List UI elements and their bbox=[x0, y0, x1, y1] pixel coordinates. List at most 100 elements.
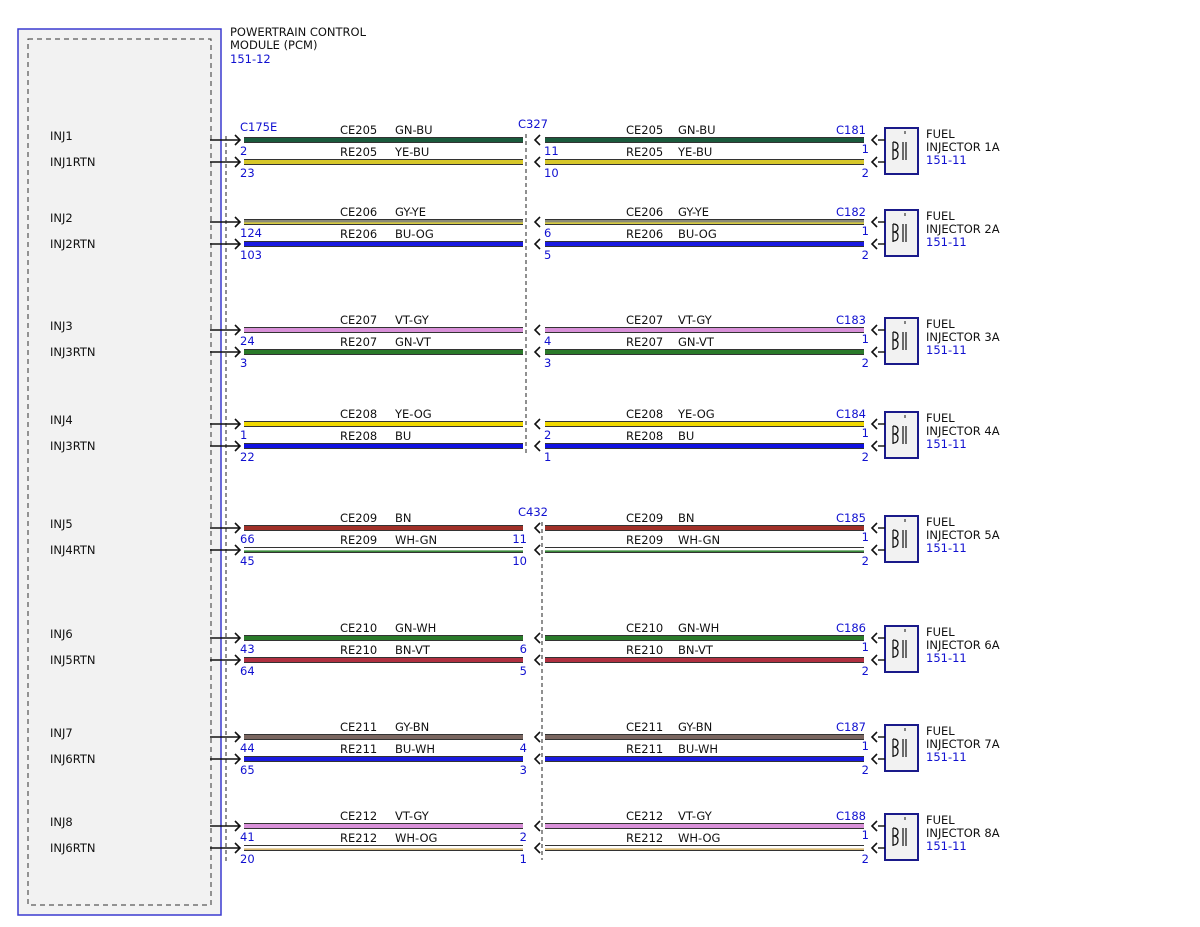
wire-color-signal-left: YE-OG bbox=[394, 407, 432, 421]
circuit-id-signal-left: CE210 bbox=[340, 621, 377, 635]
wire-color-return-left: BU-WH bbox=[395, 742, 435, 756]
wire-color-return-right: BU-OG bbox=[678, 227, 717, 241]
injector-title-line1: FUEL bbox=[926, 724, 955, 738]
injector-signal-arrow bbox=[870, 522, 878, 534]
injector-pin-number-signal: 1 bbox=[862, 530, 869, 544]
circuit-id-signal-right: CE209 bbox=[626, 511, 663, 525]
fuel-injector-component bbox=[878, 724, 919, 772]
injector-coil-icon bbox=[892, 629, 907, 658]
pcm-pin-number-return: 20 bbox=[240, 852, 255, 866]
inline-pin-number-return: 5 bbox=[520, 664, 527, 678]
inline-signal-arrow bbox=[533, 632, 541, 644]
wire-signal-right bbox=[545, 734, 864, 740]
injector-ref: 151-11 bbox=[926, 750, 967, 764]
injector-title-line2: INJECTOR 1A bbox=[926, 140, 1000, 154]
fuel-injector-component bbox=[878, 127, 919, 175]
wire-return-right bbox=[545, 159, 864, 165]
pcm-module: POWERTRAIN CONTROL MODULE (PCM) 151-12 C… bbox=[17, 25, 367, 916]
pcm-return-arrow bbox=[210, 654, 242, 666]
injector-signal-arrow bbox=[870, 731, 878, 743]
wire-color-signal-right: GN-WH bbox=[678, 621, 719, 635]
circuit-id-return-right: RE208 bbox=[626, 429, 663, 443]
injector-title-line2: INJECTOR 5A bbox=[926, 528, 1000, 542]
wire-return-left bbox=[244, 845, 523, 851]
wire-color-return-left: WH-GN bbox=[395, 533, 437, 547]
injector-connector-label: C188 bbox=[836, 809, 866, 823]
pcm-return-arrow bbox=[210, 346, 242, 358]
fuel-injector-component bbox=[878, 209, 919, 257]
pcm-pin-label-signal: INJ6 bbox=[50, 627, 73, 641]
injector-coil-icon bbox=[892, 321, 907, 350]
circuit-id-signal-left: CE211 bbox=[340, 720, 377, 734]
pcm-pin-label-return: INJ1RTN bbox=[50, 155, 95, 169]
fuel-injector-component bbox=[878, 813, 919, 861]
pcm-pin-number-signal: 44 bbox=[240, 741, 255, 755]
pcm-pin-number-return: 64 bbox=[240, 664, 255, 678]
injector-title-line2: INJECTOR 8A bbox=[926, 826, 1000, 840]
circuit-id-signal-right: CE207 bbox=[626, 313, 663, 327]
wire-return-right bbox=[545, 756, 864, 762]
pcm-pin-label-return: INJ5RTN bbox=[50, 653, 95, 667]
injector-coil-icon bbox=[892, 728, 907, 757]
injector-return-arrow bbox=[870, 238, 878, 250]
inline-pin-number-return: 10 bbox=[544, 166, 559, 180]
wire-signal-left bbox=[244, 525, 523, 531]
circuit-id-return-left: RE210 bbox=[340, 643, 377, 657]
wire-return-left bbox=[244, 547, 523, 553]
wire-color-return-right: GN-VT bbox=[678, 335, 715, 349]
pcm-pin-label-return: INJ4RTN bbox=[50, 543, 95, 557]
inline-return-arrow bbox=[533, 654, 541, 666]
pcm-title-line2: MODULE (PCM) bbox=[230, 38, 317, 52]
injector-coil-icon bbox=[892, 213, 907, 242]
injector-pin-number-signal: 1 bbox=[862, 828, 869, 842]
inline-signal-arrow bbox=[533, 522, 541, 534]
wire-return-left bbox=[244, 349, 523, 355]
injector-return-arrow bbox=[870, 654, 878, 666]
injector-title-line2: INJECTOR 3A bbox=[926, 330, 1000, 344]
wire-color-signal-left: BN bbox=[395, 511, 412, 525]
pcm-signal-arrow bbox=[210, 731, 242, 743]
wire-color-return-right: WH-OG bbox=[678, 831, 720, 845]
injector-connector-label: C183 bbox=[836, 313, 866, 327]
wire-color-signal-left: GY-YE bbox=[395, 205, 426, 219]
pcm-pin-label-signal: INJ5 bbox=[50, 517, 73, 531]
wire-color-return-left: YE-BU bbox=[394, 145, 429, 159]
injector-title-line1: FUEL bbox=[926, 127, 955, 141]
inline-signal-arrow bbox=[533, 731, 541, 743]
circuit-id-return-left: RE211 bbox=[340, 742, 377, 756]
wire-signal-left bbox=[244, 635, 523, 641]
injector-signal-arrow bbox=[870, 418, 878, 430]
inline-pin-number-signal: 2 bbox=[520, 830, 527, 844]
circuit-id-return-right: RE207 bbox=[626, 335, 663, 349]
circuit-id-return-right: RE205 bbox=[626, 145, 663, 159]
inline-pin-number-signal: 6 bbox=[544, 226, 551, 240]
wire-color-signal-left: VT-GY bbox=[395, 809, 430, 823]
injector-pin-number-signal: 1 bbox=[862, 224, 869, 238]
circuit-id-return-right: RE210 bbox=[626, 643, 663, 657]
injector-coil-icon bbox=[892, 817, 907, 846]
wire-color-signal-right: BN bbox=[678, 511, 695, 525]
inline-pin-number-return: 3 bbox=[520, 763, 527, 777]
circuit-id-return-left: RE205 bbox=[340, 145, 377, 159]
connector-dashed-lines bbox=[225, 134, 543, 862]
circuit-id-signal-left: CE208 bbox=[340, 407, 377, 421]
inline-return-arrow bbox=[533, 238, 541, 250]
injector-connector-label: C181 bbox=[836, 123, 866, 137]
inline-connector-label: C327 bbox=[518, 117, 548, 131]
pcm-ref: 151-12 bbox=[230, 52, 271, 66]
pcm-pin-label-return: INJ6RTN bbox=[50, 752, 95, 766]
wire-return-left bbox=[244, 241, 523, 247]
wire-signal-left bbox=[244, 137, 523, 143]
wire-color-return-left: GN-VT bbox=[395, 335, 432, 349]
injector-title-line1: FUEL bbox=[926, 209, 955, 223]
pcm-title-line1: POWERTRAIN CONTROL bbox=[230, 25, 367, 39]
injector-coil-icon bbox=[892, 415, 907, 444]
wire-color-return-right: BU-WH bbox=[678, 742, 718, 756]
circuit-id-return-left: RE206 bbox=[340, 227, 377, 241]
pcm-pin-label-signal: INJ3 bbox=[50, 319, 73, 333]
pcm-pin-label-signal: INJ1 bbox=[50, 129, 73, 143]
pcm-signal-arrow bbox=[210, 632, 242, 644]
inline-pin-number-signal: 2 bbox=[544, 428, 551, 442]
